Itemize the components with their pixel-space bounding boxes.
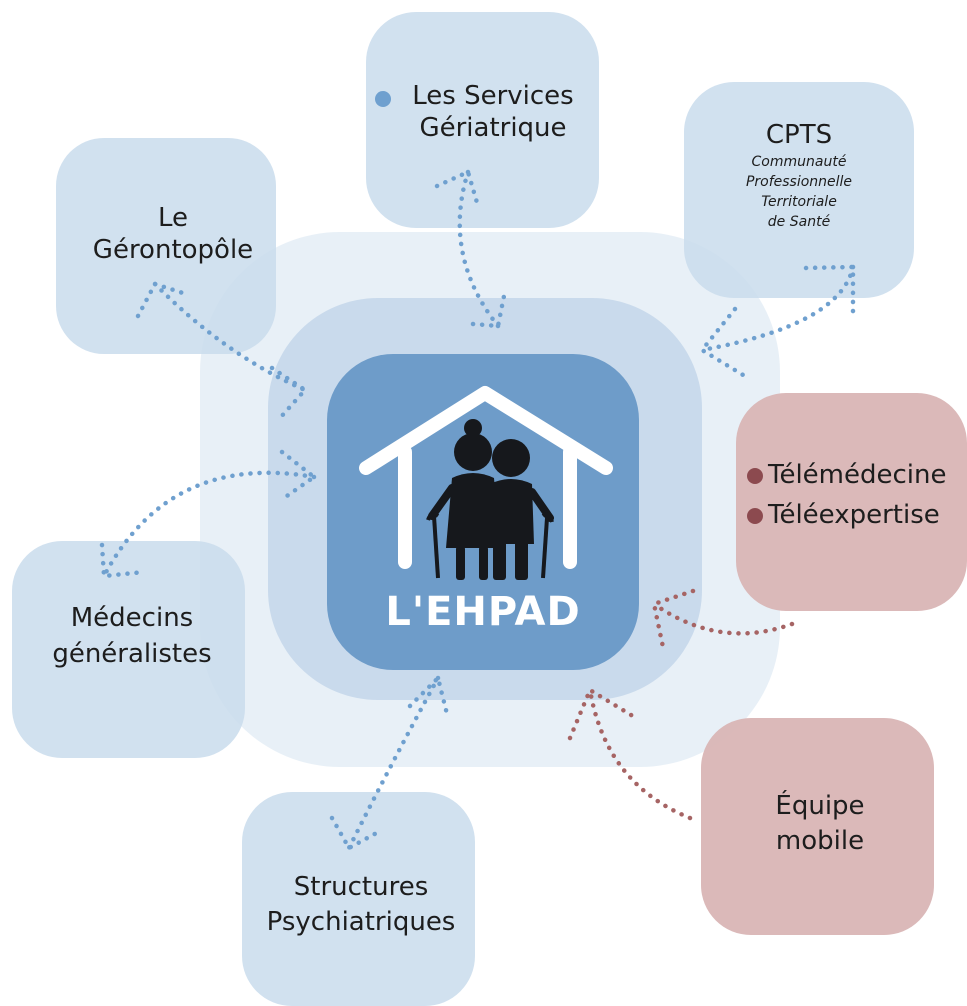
node-structures-box: [242, 792, 475, 1006]
svg-text:Équipe: Équipe: [775, 789, 864, 821]
svg-text:Territoriale: Territoriale: [761, 194, 837, 210]
connectors-blue: [99, 168, 856, 852]
node-cpts-box: [684, 82, 914, 298]
bullet-icon: [375, 91, 391, 107]
bullet-icon: [747, 468, 763, 484]
svg-text:généralistes: généralistes: [52, 639, 211, 669]
svg-text:Professionnelle: Professionnelle: [746, 174, 852, 190]
node-services: Les Services Gériatrique: [375, 81, 574, 143]
elderly-couple-icon: [426, 419, 554, 580]
connector-equipe: [587, 687, 693, 821]
node-equipe: Équipe mobile: [775, 789, 864, 856]
svg-text:de Santé: de Santé: [768, 214, 831, 230]
node-medecins-box: [12, 541, 245, 758]
house-icon: [359, 386, 613, 569]
bullet-icon: [747, 508, 763, 524]
connector-services: [457, 169, 501, 329]
svg-text:Médecins: Médecins: [71, 603, 193, 633]
svg-text:Gérontopôle: Gérontopôle: [93, 235, 253, 265]
svg-text:Téléexpertise: Téléexpertise: [767, 500, 940, 530]
connector-gerontopole: [152, 281, 308, 393]
node-gerontopole: Le Gérontopôle: [93, 203, 253, 265]
svg-text:Communauté: Communauté: [752, 154, 847, 170]
svg-text:Psychiatriques: Psychiatriques: [267, 907, 456, 937]
node-structures: Structures Psychiatriques: [267, 872, 456, 937]
center-label: L'EHPAD: [385, 589, 580, 635]
svg-text:CPTS: CPTS: [766, 120, 832, 150]
node-tele-box: [736, 393, 967, 611]
node-cpts: CPTS Communauté Professionnelle Territor…: [746, 120, 852, 230]
node-equipe-box: [701, 718, 934, 935]
svg-text:Les Services: Les Services: [412, 81, 573, 111]
node-gerontopole-box: [56, 138, 276, 354]
connector-tele: [651, 601, 795, 636]
svg-text:Gériatrique: Gériatrique: [419, 113, 566, 143]
svg-text:Le: Le: [158, 203, 188, 233]
node-medecins: Médecins généralistes: [52, 603, 211, 669]
node-services-box: [366, 12, 599, 228]
svg-text:mobile: mobile: [776, 826, 864, 856]
svg-text:Télémédecine: Télémédecine: [767, 460, 947, 490]
node-tele: Télémédecine Téléexpertise: [747, 460, 947, 530]
connectors-red: [567, 588, 795, 821]
connector-medecins: [101, 470, 317, 579]
svg-text:Structures: Structures: [294, 872, 429, 902]
